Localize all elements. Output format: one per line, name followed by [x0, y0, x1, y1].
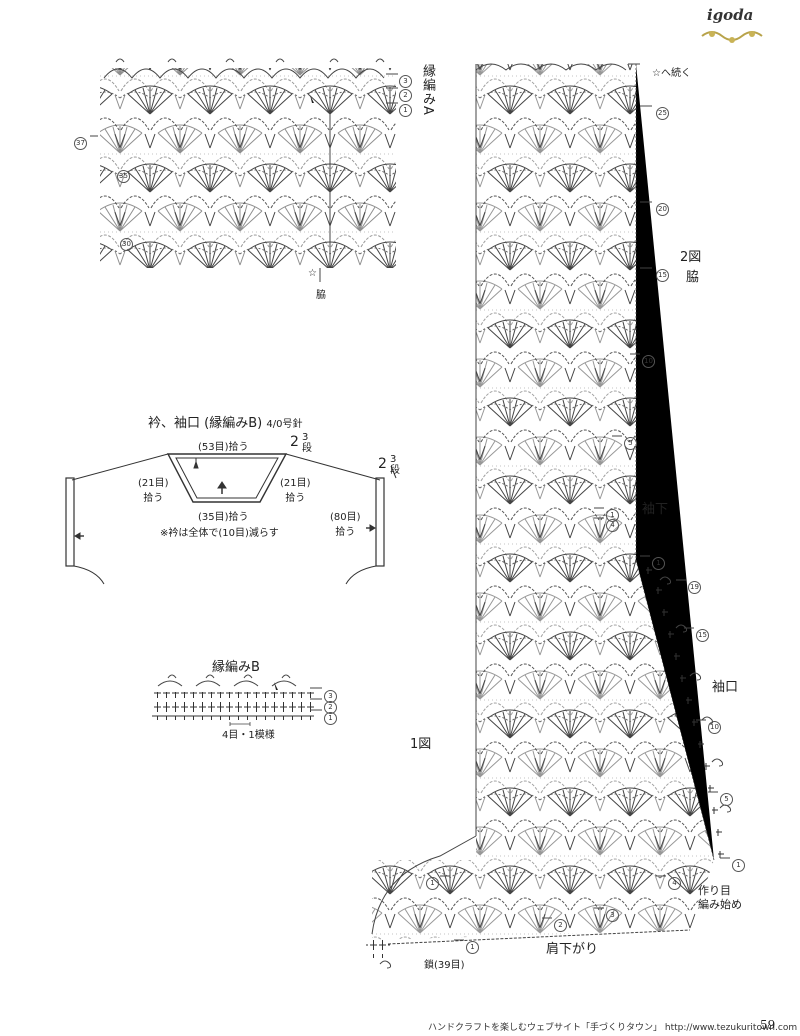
bottom-row-1: 1 — [466, 941, 479, 954]
row-5: 5 — [624, 437, 637, 450]
edging-a-star: ☆ — [308, 268, 317, 279]
side-row-37: 37 — [74, 130, 87, 150]
row-1-underarm: 1 — [652, 557, 665, 570]
side-row-35: 35 — [117, 163, 130, 183]
bottom-row-2: 2 — [554, 919, 567, 932]
edging-a-chart — [90, 58, 398, 282]
edging-a-row-3: 3 — [399, 68, 412, 88]
edging-b-row-1: 1 — [324, 712, 337, 725]
neck-bottom-count: (35目)拾う — [198, 512, 249, 523]
cuff-row-1: 1 — [732, 859, 745, 872]
row-20: 20 — [656, 203, 669, 216]
sleeve-chart — [366, 63, 732, 969]
sleeve-edge-label: 袖口 — [712, 680, 739, 695]
row-25: 25 — [656, 107, 669, 120]
start-label: 作り目 編み始め — [698, 884, 742, 911]
footer-url[interactable]: http://www.tezukuritown.com — [664, 1023, 798, 1033]
edging-a-row-2: 2 — [399, 82, 412, 102]
edging-a-title: 縁編みA — [420, 64, 435, 116]
sleeve-rows-unit: 3 段 — [390, 454, 400, 476]
side-row-30: 30 — [120, 231, 133, 251]
bottom-row-3: 3 — [606, 909, 619, 922]
figure-2-label: 2図 — [680, 250, 702, 265]
neck-rows: 2 — [290, 434, 299, 450]
figure-2-side-label: 脇 — [686, 270, 700, 285]
neck-diagram — [65, 453, 397, 585]
neck-right-count: (21目) 拾う — [280, 478, 311, 504]
edging-b-title: 縁編みB — [212, 660, 260, 675]
cuff-row-15: 15 — [696, 629, 709, 642]
page-number: 59 — [760, 1018, 776, 1032]
figure-1-label: 1図 — [410, 737, 432, 752]
underarm-label: 袖下 — [642, 502, 669, 517]
neck-left-count: (21目) 拾う — [138, 478, 169, 504]
cuff-row-5: 5 — [720, 793, 733, 806]
logo-ornament — [701, 31, 763, 43]
continue-note: ☆へ続く — [652, 68, 691, 79]
edging-a-side-label: 脇 — [316, 290, 326, 301]
neck-rows-unit: 3 段 — [302, 432, 312, 454]
neck-top-count: (53目)拾う — [198, 442, 249, 453]
bottom-row-4: 4 — [668, 877, 681, 890]
cuff-row-10: 10 — [708, 721, 721, 734]
chain-count: 鎖(39目) — [424, 960, 465, 971]
row-10: 10 — [642, 355, 655, 368]
neck-title: 衿、袖口 (縁編みB) 4/0号針 — [148, 416, 303, 431]
footer-site: ハンドクラフトを楽しむウェブサイト「手づくりタウン」 http://www.te… — [428, 1023, 798, 1033]
row-1-upper: 1 — [606, 509, 619, 522]
cuff-row-19: 19 — [688, 581, 701, 594]
sleeve-pick-count: (80目) 拾う — [330, 512, 361, 538]
brand-logo: igoda — [707, 6, 754, 24]
edging-b-chart — [152, 674, 322, 726]
edging-b-repeat: 4目・1模様 — [222, 730, 275, 741]
row-15: 15 — [656, 269, 669, 282]
edging-a-row-1: 1 — [399, 97, 412, 117]
sleeve-rows: 2 — [378, 456, 387, 472]
neck-note: ※衿は全体で(10目)減らす — [160, 528, 279, 539]
bottom-row-1-left: 1 — [426, 877, 439, 890]
shoulder-drop-label: 肩下がり — [546, 942, 599, 957]
